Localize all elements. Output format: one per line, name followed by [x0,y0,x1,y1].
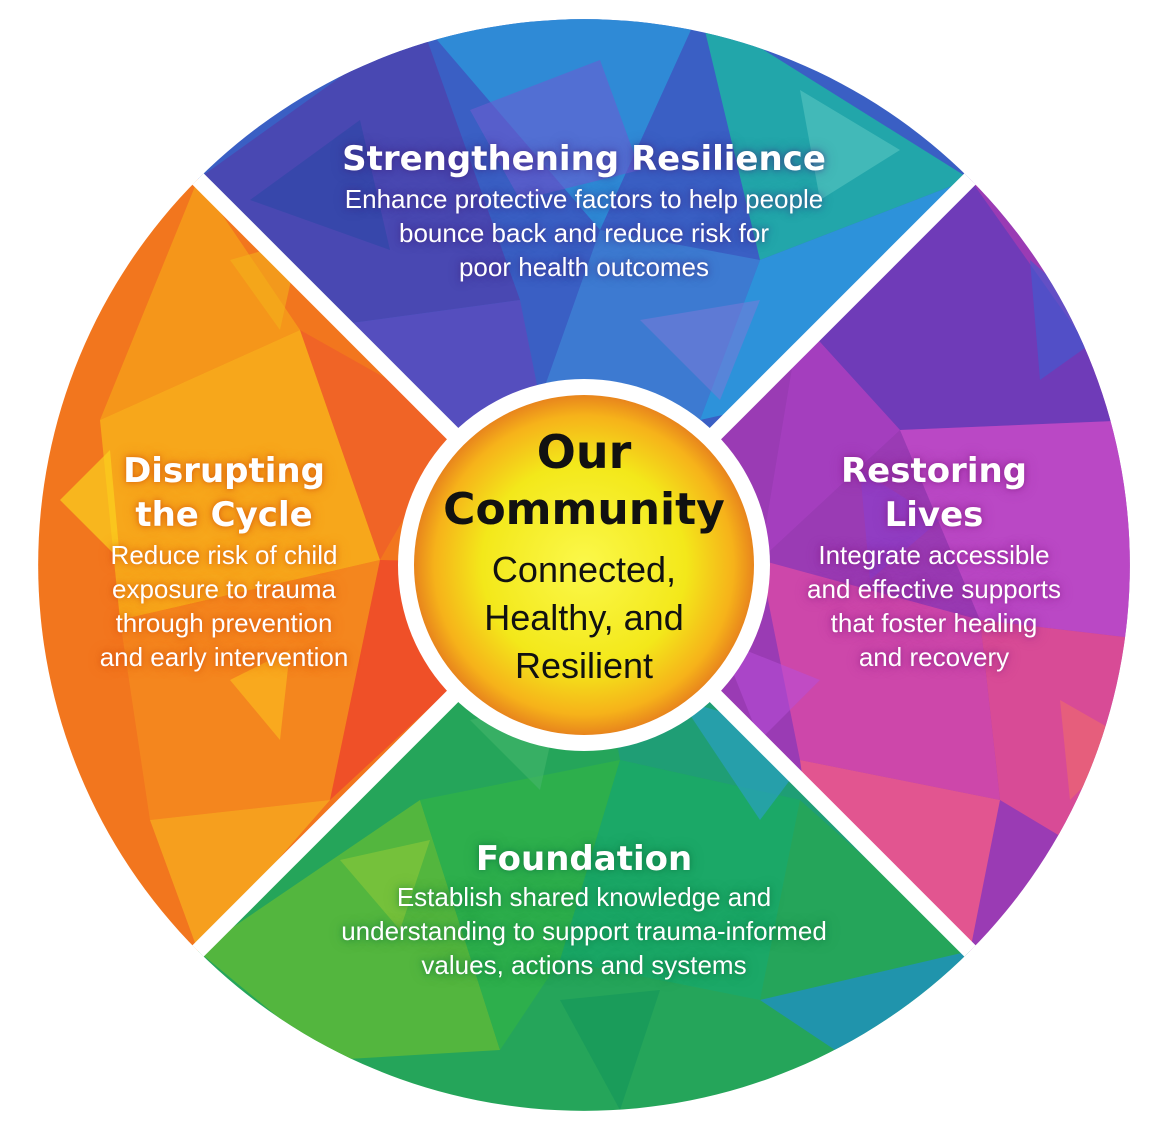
segment-desc-top-line2: bounce back and reduce risk for [399,218,769,248]
segment-desc-left-line1: Reduce risk of child [110,540,338,570]
segment-desc-left-line4: and early intervention [99,642,349,672]
segment-desc-bottom-line1: Establish shared knowledge and [396,882,772,912]
segment-title-foundation: Foundation [475,839,693,879]
segment-desc-right-line2: and effective supports [807,574,1061,604]
segment-desc-right-line4: and recovery [858,642,1010,672]
segment-desc-top-line3: poor health outcomes [458,252,710,282]
segment-title-disrupting-the-cycle-line1: Disrupting [123,451,325,491]
segment-desc-right-line1: Integrate accessible [818,540,1050,570]
segment-desc-bottom-line2: understanding to support trauma-informed [341,916,827,946]
segment-desc-right-line3: that foster healing [830,608,1038,638]
center-subtitle-line3: Resilient [514,645,654,686]
center-circle [414,395,754,735]
segment-desc-bottom-line3: values, actions and systems [421,950,747,980]
center-title-community: Community [443,484,725,535]
segment-desc-top-line1: Enhance protective factors to help peopl… [344,184,824,214]
segment-title-disrupting-the-cycle-line2: the Cycle [135,495,313,535]
segment-title-restoring-lives-line1: Restoring [840,451,1028,491]
segment-title-strengthening-resilience: Strengthening Resilience [342,139,826,179]
center-title-our: Our [536,425,632,479]
segment-desc-left-line2: exposure to trauma [111,574,336,604]
center-subtitle-line1: Connected, [491,549,677,590]
segment-title-restoring-lives-line2: Lives [884,495,984,535]
center-subtitle-line2: Healthy, and [484,597,684,638]
segment-desc-left-line3: through prevention [115,608,333,638]
